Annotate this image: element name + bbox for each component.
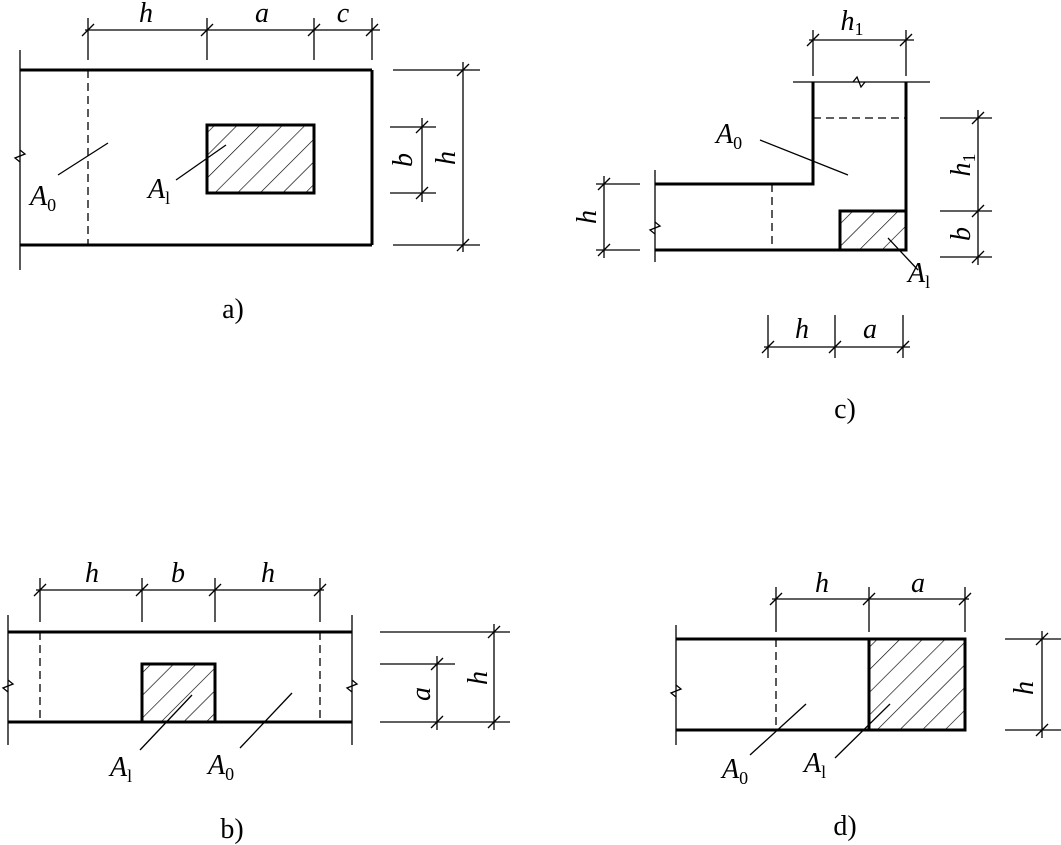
label-a0: A0 (28, 181, 56, 215)
break-mark (345, 679, 359, 693)
dim-label-h1: h1 (841, 6, 864, 39)
label-al: Al (146, 174, 170, 208)
leader-line (239, 692, 293, 749)
caption-b: b) (220, 814, 243, 845)
break-mark (648, 221, 662, 235)
dim-label-h: h (431, 151, 462, 165)
tick (456, 238, 470, 252)
tick (1035, 723, 1049, 737)
caption-d: d) (833, 811, 856, 842)
dim-label-h: h (261, 558, 275, 589)
tick (33, 583, 47, 597)
leader-line (57, 142, 109, 176)
tick (896, 340, 910, 354)
leader-line (834, 703, 891, 759)
tick (135, 583, 149, 597)
label-al: Al (906, 258, 930, 292)
label-a0: A0 (714, 119, 742, 153)
tick (430, 657, 444, 671)
label-al: Al (802, 748, 826, 782)
tick (365, 23, 379, 37)
tick (899, 33, 913, 47)
leader-line (887, 237, 919, 271)
tick (200, 23, 214, 37)
tick (971, 250, 985, 264)
diagram-c: h1 h a h h1 b A0 Al c) (572, 6, 992, 425)
tick (307, 23, 321, 37)
wall-inner-edge (655, 82, 815, 186)
dim-label-a: a (406, 687, 437, 701)
dim-label-a: a (863, 314, 877, 345)
tick (806, 33, 820, 47)
dim-label-h: h (463, 671, 494, 685)
tick (597, 243, 611, 257)
label-a0: A0 (720, 754, 748, 788)
tick (430, 715, 444, 729)
diagram-b: h b h a h Al A0 b) (1, 558, 510, 845)
leader-line (139, 694, 193, 751)
dim-label-a: a (255, 0, 269, 29)
leader-line (749, 703, 807, 756)
leader-line (759, 139, 849, 176)
tick (862, 592, 876, 606)
tick (1035, 632, 1049, 646)
dim-label-h: h (1009, 681, 1040, 695)
tick (415, 120, 429, 134)
dim-label-a: a (911, 568, 925, 599)
dim-label-h: h (139, 0, 153, 29)
diagram-d: h a h A0 Al d) (669, 568, 1061, 842)
tick (208, 583, 222, 597)
tick (958, 592, 972, 606)
tick (761, 340, 775, 354)
dim-label-h: h (85, 558, 99, 589)
break-mark (669, 684, 683, 698)
break-mark (13, 149, 27, 163)
dim-label-b: b (388, 153, 419, 167)
tick (769, 592, 783, 606)
dim-label-h1: h1 (946, 154, 979, 177)
tick (971, 111, 985, 125)
tick (415, 186, 429, 200)
break-mark (1, 679, 15, 693)
leader-line (175, 144, 227, 181)
tick (597, 177, 611, 191)
local-bearing-area (205, 123, 316, 195)
dim-label-h: h (795, 314, 809, 345)
local-bearing-area (140, 662, 217, 724)
break-mark (852, 75, 866, 89)
tick (971, 204, 985, 218)
local-bearing-area (867, 637, 967, 732)
label-al: Al (108, 752, 132, 786)
tick (313, 583, 327, 597)
tick (487, 715, 501, 729)
caption-a: a) (222, 294, 244, 325)
tick (487, 625, 501, 639)
tick (828, 340, 842, 354)
dim-label-b: b (171, 558, 185, 589)
dim-label-h: h (815, 568, 829, 599)
diagram-a: h a c b h A0 Al a) (13, 0, 480, 325)
tick (456, 63, 470, 77)
caption-c: c) (834, 394, 856, 425)
tick (81, 23, 95, 37)
dim-label-c: c (337, 0, 350, 29)
label-a0: A0 (206, 750, 234, 784)
dim-label-b: b (946, 227, 977, 241)
local-bearing-area (838, 209, 908, 252)
dim-label-h: h (572, 210, 603, 224)
